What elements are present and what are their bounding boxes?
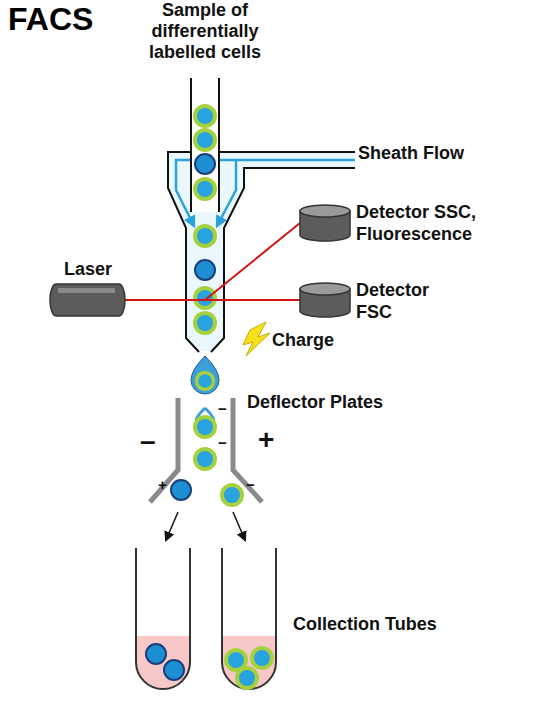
- plate-polarity: +: [258, 424, 274, 455]
- part-label: Collection Tubes: [293, 614, 437, 635]
- sample-label: Sample of differentially labelled cells: [140, 0, 270, 63]
- part-label: Sheath Flow: [358, 143, 464, 164]
- labelled-cell: [195, 313, 215, 333]
- labelled-cell: [252, 648, 272, 668]
- laser-beam: [125, 223, 300, 300]
- unlabelled-cell: [195, 260, 215, 280]
- laser-shape: [50, 284, 125, 316]
- part-label: Deflector Plates: [247, 392, 383, 413]
- detector: Detector FSC: [300, 283, 350, 317]
- laser-label: Laser: [64, 258, 154, 280]
- flow-cell-housing: [168, 152, 355, 352]
- labelled-cell: [195, 417, 215, 437]
- drop-charge: +: [158, 476, 167, 494]
- unlabelled-cell: [164, 660, 184, 680]
- diagram-title: FACS: [8, 2, 93, 37]
- detector-shape: [300, 205, 350, 241]
- plate-polarity: –: [140, 425, 156, 456]
- droplet: [191, 356, 219, 394]
- sort-arrow: [233, 512, 245, 540]
- labelled-cell: [195, 449, 215, 469]
- laser: Laser: [50, 284, 125, 316]
- collection-tube: [222, 548, 276, 689]
- collection-tube: [136, 548, 190, 689]
- detector-top: [300, 283, 350, 295]
- laser-body: [50, 284, 125, 316]
- unlabelled-cell: [146, 644, 166, 664]
- detector-top: [300, 205, 350, 217]
- detector: Detector SSC, Fluorescence: [300, 205, 350, 241]
- detector-label: Detector FSC: [356, 279, 451, 323]
- flow-cell: [169, 153, 355, 351]
- detector-label: Detector SSC, Fluorescence: [356, 201, 541, 245]
- sort-arrow: [166, 512, 178, 540]
- drop-charge: −: [218, 434, 227, 452]
- sample-tube: [191, 78, 219, 212]
- drop-charge: −: [246, 476, 255, 494]
- labelled-cell: [222, 485, 242, 505]
- labelled-cell: [197, 373, 214, 390]
- labelled-cell: [195, 226, 215, 246]
- part-label: Charge: [272, 330, 334, 351]
- labelled-cell: [237, 668, 257, 688]
- highlight: [58, 288, 115, 293]
- unlabelled-cell: [195, 154, 215, 174]
- unlabelled-cell: [171, 480, 191, 500]
- drop-charge: −: [218, 400, 227, 418]
- labelled-cell: [195, 179, 215, 199]
- labelled-cell: [195, 106, 215, 126]
- detector-shape: [300, 283, 350, 317]
- charge-bolt: [243, 322, 270, 356]
- sample-tube-wall: [191, 78, 219, 212]
- labelled-cell: [195, 288, 215, 308]
- labelled-cell: [195, 130, 215, 150]
